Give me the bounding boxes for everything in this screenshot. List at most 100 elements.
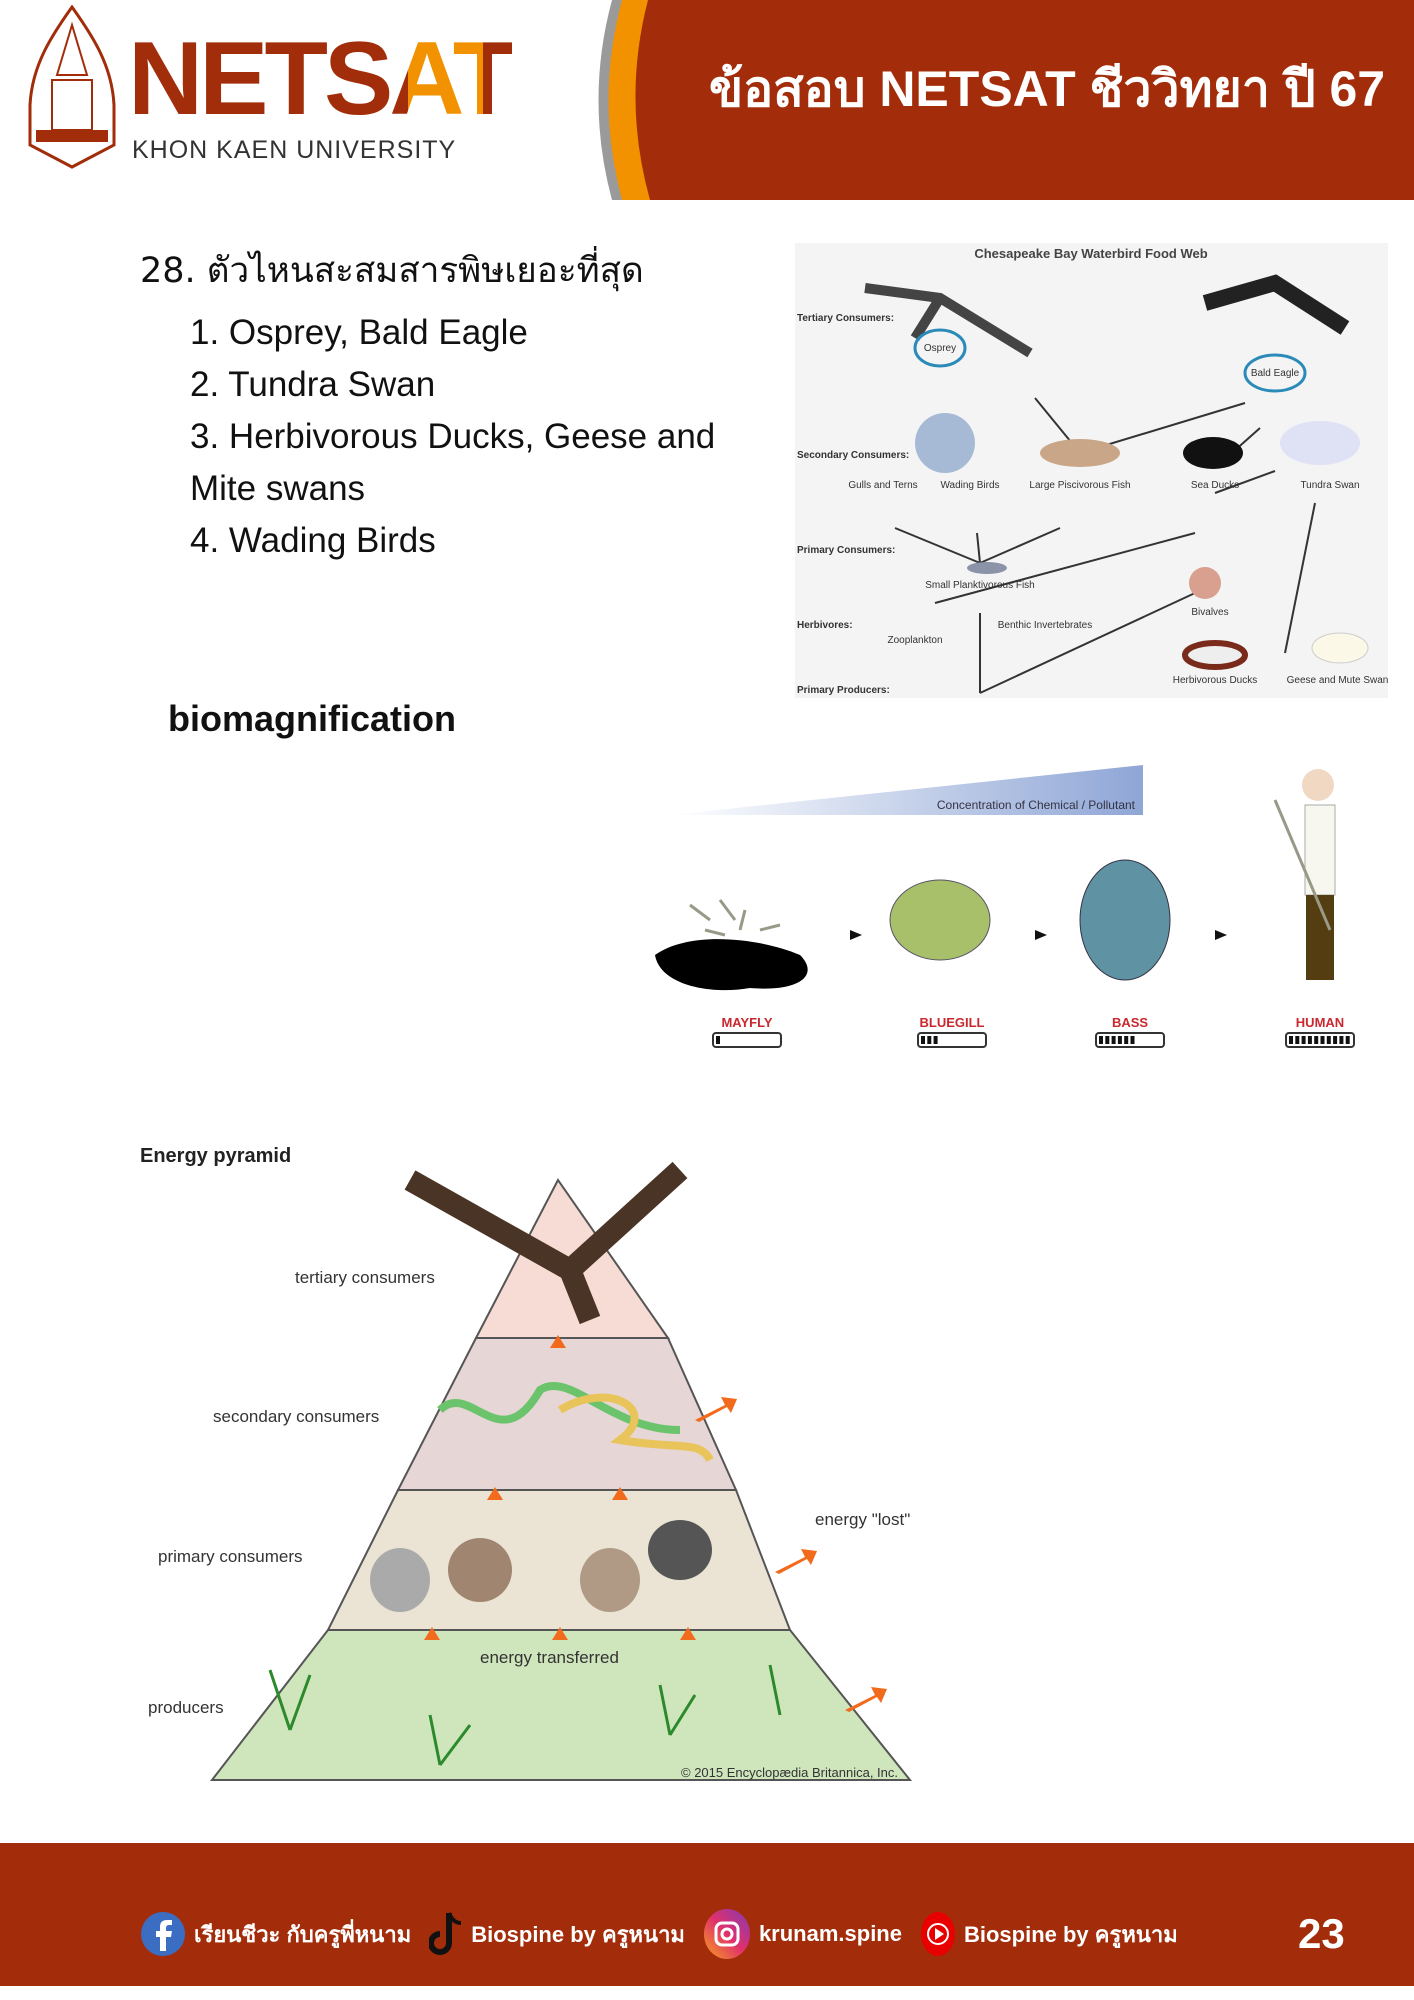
page-number: 23 — [1298, 1910, 1345, 1957]
svg-text:Sea Ducks: Sea Ducks — [1191, 480, 1239, 491]
page-header-title: ข้อสอบ NETSAT ชีววิทยา ปี 67 — [708, 61, 1386, 117]
facebook-link[interactable]: เรียนชีวะ กับครูพี่หนาม — [194, 1921, 412, 1947]
concentration-bar-fill — [1320, 1036, 1325, 1044]
concentration-bar-fill — [1301, 1036, 1306, 1044]
energy-transferred-label: energy transferred — [480, 1648, 619, 1667]
option-3-continued: Mite swans — [190, 469, 366, 508]
concentration-bar-fill — [933, 1036, 938, 1044]
tier-secondary — [396, 1337, 738, 1491]
svg-text:Gulls and Terns: Gulls and Terns — [848, 480, 917, 491]
arrow-icon — [850, 930, 1227, 940]
tier-label: primary consumers — [158, 1547, 303, 1566]
concentration-bar-fill — [1307, 1036, 1312, 1044]
fish-icon — [1040, 439, 1120, 467]
energy-arrow-icon — [424, 1335, 887, 1712]
sea-duck-icon — [1183, 437, 1243, 469]
yellow-snake-icon — [557, 1393, 714, 1463]
instagram-icon[interactable] — [703, 1908, 751, 1960]
osprey-icon — [864, 283, 1033, 358]
concentration-bar-fill — [1289, 1036, 1293, 1044]
goose-icon — [1311, 632, 1369, 664]
tier-producers — [209, 1629, 913, 1781]
biomagnification-diagram: Concentration of Chemical / Pollutant MA… — [655, 765, 1355, 1048]
svg-text:Zooplankton: Zooplankton — [887, 635, 942, 646]
option-3: 3. Herbivorous Ducks, Geese and — [190, 417, 716, 456]
concentration-bar-fill — [716, 1036, 720, 1044]
concentration-gradient — [670, 765, 1143, 815]
svg-text:Primary Consumers:: Primary Consumers: — [797, 545, 895, 556]
svg-text:Osprey: Osprey — [924, 343, 956, 354]
svg-text:Herbivores:: Herbivores: — [797, 620, 853, 631]
organism-label: MAYFLY — [721, 1015, 772, 1030]
svg-text:Tertiary Consumers:: Tertiary Consumers: — [797, 313, 894, 324]
footer-social-links: เรียนชีวะ กับครูพี่หนาม Biospine by ครูห… — [140, 1908, 1188, 1960]
concentration-bar-fill — [927, 1036, 932, 1044]
youtube-icon[interactable] — [920, 1911, 956, 1957]
concentration-bar-fill — [1130, 1036, 1135, 1044]
bluegill-icon — [889, 879, 991, 961]
question-text: 28. ตัวไหนสะสมสารพิษเยอะที่สุด — [140, 251, 644, 291]
concentration-bar-fill — [1339, 1036, 1344, 1044]
grass-icon — [268, 1664, 782, 1766]
tier-label: tertiary consumers — [295, 1268, 435, 1287]
concentration-bar-fill — [1105, 1036, 1110, 1044]
bald-eagle-icon — [1202, 274, 1350, 335]
footer-bar — [0, 1843, 1414, 1986]
organism-label: HUMAN — [1296, 1015, 1344, 1030]
facebook-icon[interactable] — [140, 1911, 186, 1957]
netsat-logo-text: NETSAT — [128, 21, 516, 137]
svg-text:Bald Eagle: Bald Eagle — [1251, 368, 1300, 379]
svg-text:Tundra Swan: Tundra Swan — [1300, 480, 1359, 491]
copyright-text: © 2015 Encyclopædia Britannica, Inc. — [681, 1765, 898, 1780]
herbivorous-duck-icon — [1182, 640, 1248, 670]
svg-text:Wading Birds: Wading Birds — [940, 480, 999, 491]
svg-text:Secondary Consumers:: Secondary Consumers: — [797, 450, 909, 461]
food-web-diagram: Chesapeake Bay Waterbird Food Web Tertia… — [795, 243, 1388, 698]
tier-label: producers — [148, 1698, 224, 1717]
concentration-bar — [712, 1032, 782, 1048]
energy-lost-label: energy "lost" — [815, 1510, 910, 1529]
option-1: 1. Osprey, Bald Eagle — [190, 313, 528, 352]
tiktok-link[interactable]: Biospine by ครูหนาม — [471, 1921, 685, 1947]
option-2: 2. Tundra Swan — [190, 365, 436, 404]
concentration-bar-fill — [1117, 1036, 1122, 1044]
human-fisherman-icon — [1273, 769, 1336, 980]
concentration-bar-fill — [1314, 1036, 1319, 1044]
youtube-link[interactable]: Biospine by ครูหนาม — [963, 1921, 1178, 1947]
header-banner — [598, 0, 1414, 200]
wading-bird-icon — [915, 413, 975, 473]
bass-icon — [1079, 859, 1171, 981]
svg-text:Benthic Invertebrates: Benthic Invertebrates — [998, 620, 1093, 631]
concentration-bar-fill — [1295, 1036, 1300, 1044]
oil-spill-icon — [655, 939, 808, 991]
svg-text:Herbivorous Ducks: Herbivorous Ducks — [1173, 675, 1257, 686]
concentration-bar-fill — [921, 1036, 925, 1044]
svg-text:Small Planktivorous Fish: Small Planktivorous Fish — [925, 580, 1034, 591]
kku-temple-logo-icon — [28, 5, 116, 169]
logo-subtitle: KHON KAEN UNIVERSITY — [132, 136, 457, 164]
pyramid-title: Energy pyramid — [140, 1145, 291, 1167]
green-snake-icon — [437, 1381, 681, 1434]
mayfly-icon — [689, 899, 781, 937]
instagram-link[interactable]: krunam.spine — [758, 1921, 902, 1946]
concentration-bar-fill — [1124, 1036, 1129, 1044]
concentration-bar-fill — [1111, 1036, 1116, 1044]
tiktok-icon[interactable] — [429, 1909, 463, 1959]
svg-text:Large Piscivorous Fish: Large Piscivorous Fish — [1029, 480, 1130, 491]
svg-text:Primary Producers:: Primary Producers: — [797, 685, 890, 696]
svg-text:Geese and Mute Swans: Geese and Mute Swans — [1287, 675, 1388, 686]
svg-text:Bivalves: Bivalves — [1191, 607, 1228, 618]
food-web-title: Chesapeake Bay Waterbird Food Web — [974, 246, 1207, 261]
biomagnification-heading: biomagnification — [168, 698, 456, 739]
organism-label: BLUEGILL — [920, 1015, 985, 1030]
concentration-bar-fill — [1345, 1036, 1350, 1044]
option-4: 4. Wading Birds — [190, 521, 436, 560]
energy-pyramid-diagram: Energy pyramid tertiary consumers second… — [140, 1145, 913, 1781]
eagle-icon — [404, 1161, 688, 1325]
tier-label: secondary consumers — [213, 1407, 379, 1426]
concentration-bar-fill — [1326, 1036, 1331, 1044]
rabbit-icon — [370, 1520, 712, 1612]
concentration-bar-fill — [1099, 1036, 1103, 1044]
organism-label: BASS — [1112, 1015, 1148, 1030]
swan-icon — [1280, 421, 1360, 465]
